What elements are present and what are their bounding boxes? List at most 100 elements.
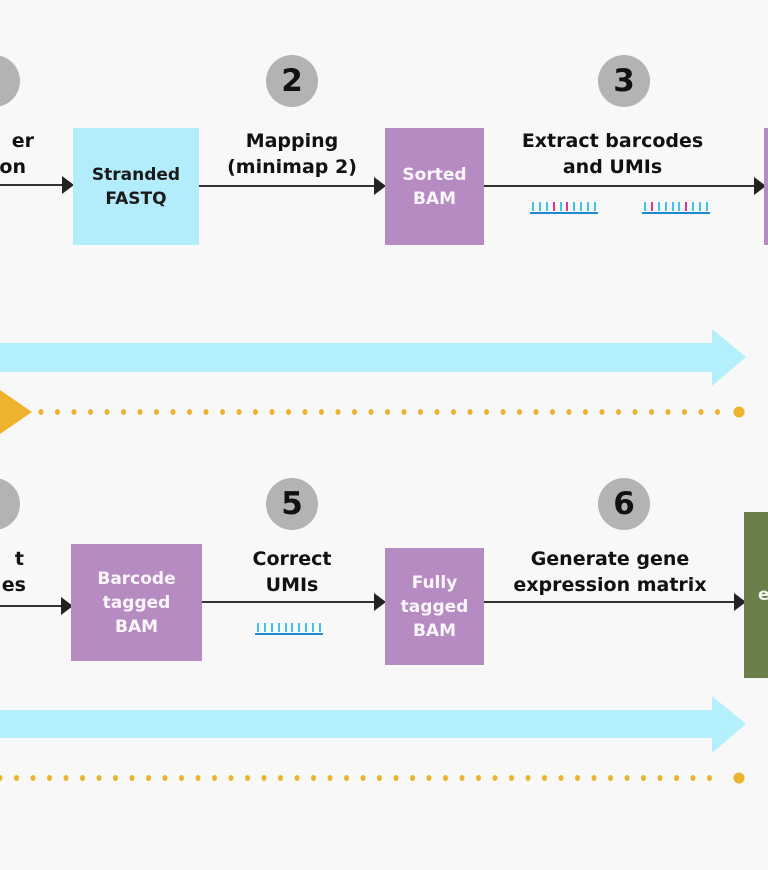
dotted-line-end-row2 [733,772,745,784]
dot [715,409,720,415]
step-5-label-line-2: UMIs [265,574,319,596]
dot [459,775,465,781]
barcode-tick [263,623,266,632]
dot [690,775,696,781]
step-1-circle-partial [0,55,20,107]
dot [591,775,597,781]
step-2-label-line-2: (minimap 2) [227,156,357,178]
barcode-tick [664,202,667,211]
dot [121,409,126,415]
dot [575,775,580,781]
dot [269,409,275,415]
dot [294,775,300,781]
step-1-label-line-2: on [0,156,26,178]
dot [137,409,143,415]
dot [195,775,201,781]
dot [393,775,399,781]
step-5-circle: 5 [266,478,318,530]
barcode-tick [706,202,708,211]
dot [377,775,382,781]
connector-3-arrowhead [754,177,766,195]
dot [558,775,564,781]
dot [434,409,440,415]
barcode-tick [545,202,548,211]
dot [187,409,192,415]
milestone-triangle [0,390,32,434]
dot [104,409,110,415]
connector-1 [0,184,62,186]
dot [698,409,704,415]
barcode-tick [699,202,702,211]
dot [170,409,176,415]
barcode-tick [650,202,653,211]
dot [261,775,267,781]
dot [451,409,456,415]
dot [162,775,168,781]
barcode-base [255,633,323,635]
barcode-tick [678,202,681,211]
dot [154,409,159,415]
connector-2-arrowhead [374,177,386,195]
step-6-circle: 6 [598,478,650,530]
barcode-tick [587,202,590,211]
dot [443,775,448,781]
dot [517,409,522,415]
dot [327,775,333,781]
connector-4 [0,605,61,607]
stranded-fastq-box: Stranded FASTQ [73,128,199,245]
dot [583,409,588,415]
dot [203,409,209,415]
step-3-label-line-2: and UMIs [562,156,663,178]
step-2-label-line-1: Mapping [245,130,339,152]
dot [212,775,217,781]
dot [500,409,506,415]
dot [410,775,415,781]
connector-5-arrowhead [374,593,386,611]
connector-1-arrowhead [62,176,74,194]
expression-matrix-box-partial: e [744,512,768,678]
timeline-arrow-row2 [0,696,746,753]
barcode-tick [573,202,576,211]
dot [14,775,19,781]
dot [608,775,613,781]
step-5-label: Correct UMIs [210,546,374,598]
timeline-arrow-row1 [0,329,746,386]
step-3-label-line-1: Extract barcodes [521,130,704,152]
dot [80,775,85,781]
dot [30,775,36,781]
umi-icon [642,200,710,214]
barcode-tick [580,202,583,211]
dot [360,775,366,781]
expression-matrix-text-partial: e [758,585,768,605]
connector-5 [202,601,374,603]
dot [335,409,341,415]
connector-2 [199,185,374,187]
dot [509,775,514,781]
dot [418,409,423,415]
dot [707,775,712,781]
dotted-line-end-row1 [733,406,745,418]
step-3-label: Extract barcodes and UMIs [500,128,725,180]
barcode-tick [291,623,294,632]
dotted-line-row2 [0,775,712,781]
dot [533,409,539,415]
dot [96,775,102,781]
dot [129,775,135,781]
step-4-label-line-1: t [14,548,24,570]
dot [624,775,630,781]
dot [385,409,390,415]
dot [344,775,349,781]
dot [286,409,291,415]
dot [649,409,654,415]
step-4-circle-partial [0,478,20,530]
dot [657,775,663,781]
dot [236,409,242,415]
dot [71,409,77,415]
barcode-tick [270,623,273,632]
barcode-tick [312,623,315,632]
dot [426,775,432,781]
barcode-tick [552,202,555,211]
step-2-circle: 2 [266,55,318,107]
connector-6-arrowhead [734,593,746,611]
dot [228,775,234,781]
